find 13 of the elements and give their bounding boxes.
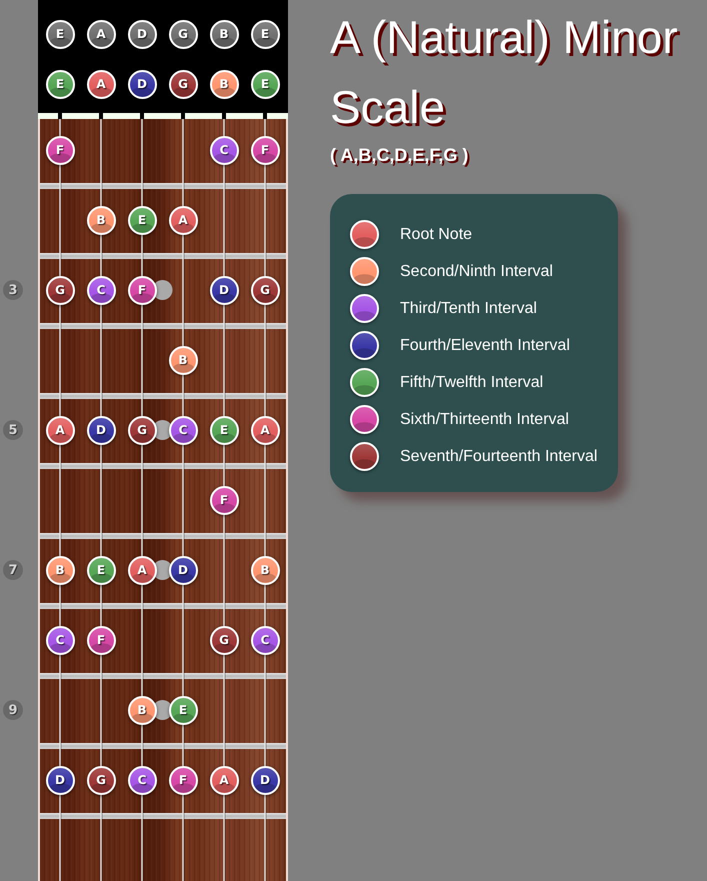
fret-number: 5 bbox=[3, 420, 23, 440]
scale-notes-subtitle: ( A,B,C,D,E,F,G ) bbox=[330, 144, 468, 167]
legend-label: Fifth/Twelfth Interval bbox=[400, 372, 544, 392]
title: A (Natural) Minor Scale bbox=[330, 10, 679, 135]
legend-label: Second/Ninth Interval bbox=[400, 262, 553, 282]
legend-label: Seventh/Fourteenth Interval bbox=[400, 446, 598, 466]
fret-number: 3 bbox=[3, 280, 23, 300]
legend-label: Root Note bbox=[400, 224, 472, 244]
legend-label: Sixth/Thirteenth Interval bbox=[400, 410, 569, 430]
legend-label: Fourth/Eleventh Interval bbox=[400, 336, 570, 356]
fret-number: 9 bbox=[3, 700, 23, 720]
fret-number: 7 bbox=[3, 560, 23, 580]
legend-label: Third/Tenth Interval bbox=[400, 298, 537, 318]
